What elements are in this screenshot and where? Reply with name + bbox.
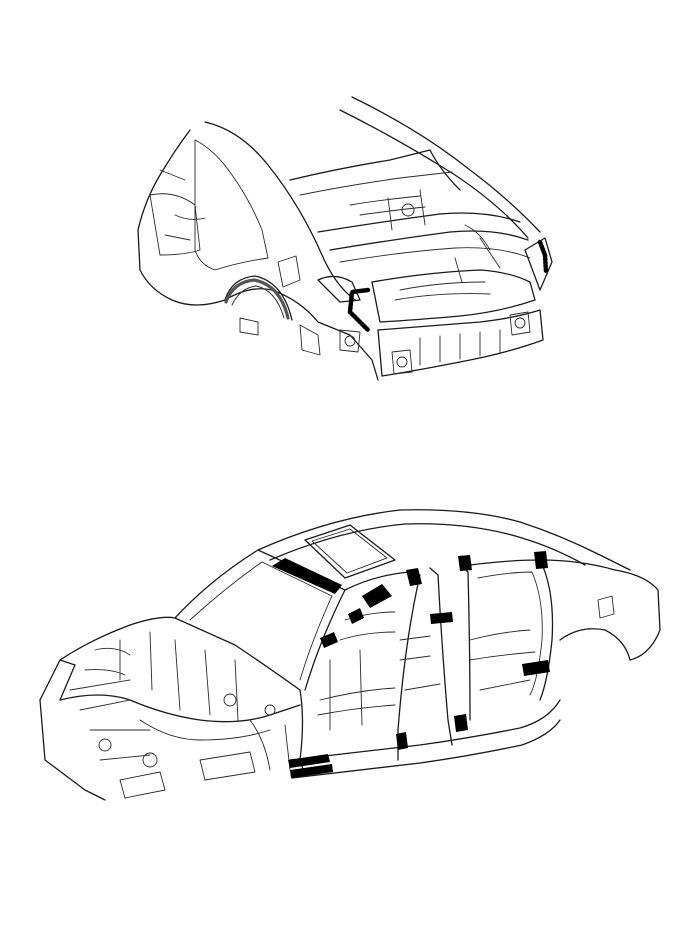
roof-rail-front-band xyxy=(272,558,342,594)
b-pillar-base-band xyxy=(454,714,468,732)
a-pillar-upper-band xyxy=(362,584,392,608)
rear-quarter-seam-right xyxy=(537,239,549,275)
rear-wheel-arch-seam xyxy=(224,278,290,320)
rocker-front-band-upper xyxy=(288,754,330,768)
a-pillar-lower-band xyxy=(320,632,338,648)
a-pillar-mid-band xyxy=(348,608,364,624)
rear-arch-band xyxy=(522,660,550,676)
rear-body-outline xyxy=(137,96,553,381)
b-pillar-top-band xyxy=(458,555,472,571)
a-pillar-base-band xyxy=(396,732,408,750)
side-body-outline xyxy=(39,509,661,801)
rear-sealer-highlights xyxy=(224,239,549,333)
rocker-front-band-lower xyxy=(290,764,333,778)
side-sealer-highlights xyxy=(272,551,550,778)
b-pillar-mid-band xyxy=(430,612,453,624)
c-pillar-top-band xyxy=(534,551,548,569)
rear-quarter-seam-left xyxy=(347,287,371,333)
a-pillar-top-band xyxy=(406,568,422,586)
